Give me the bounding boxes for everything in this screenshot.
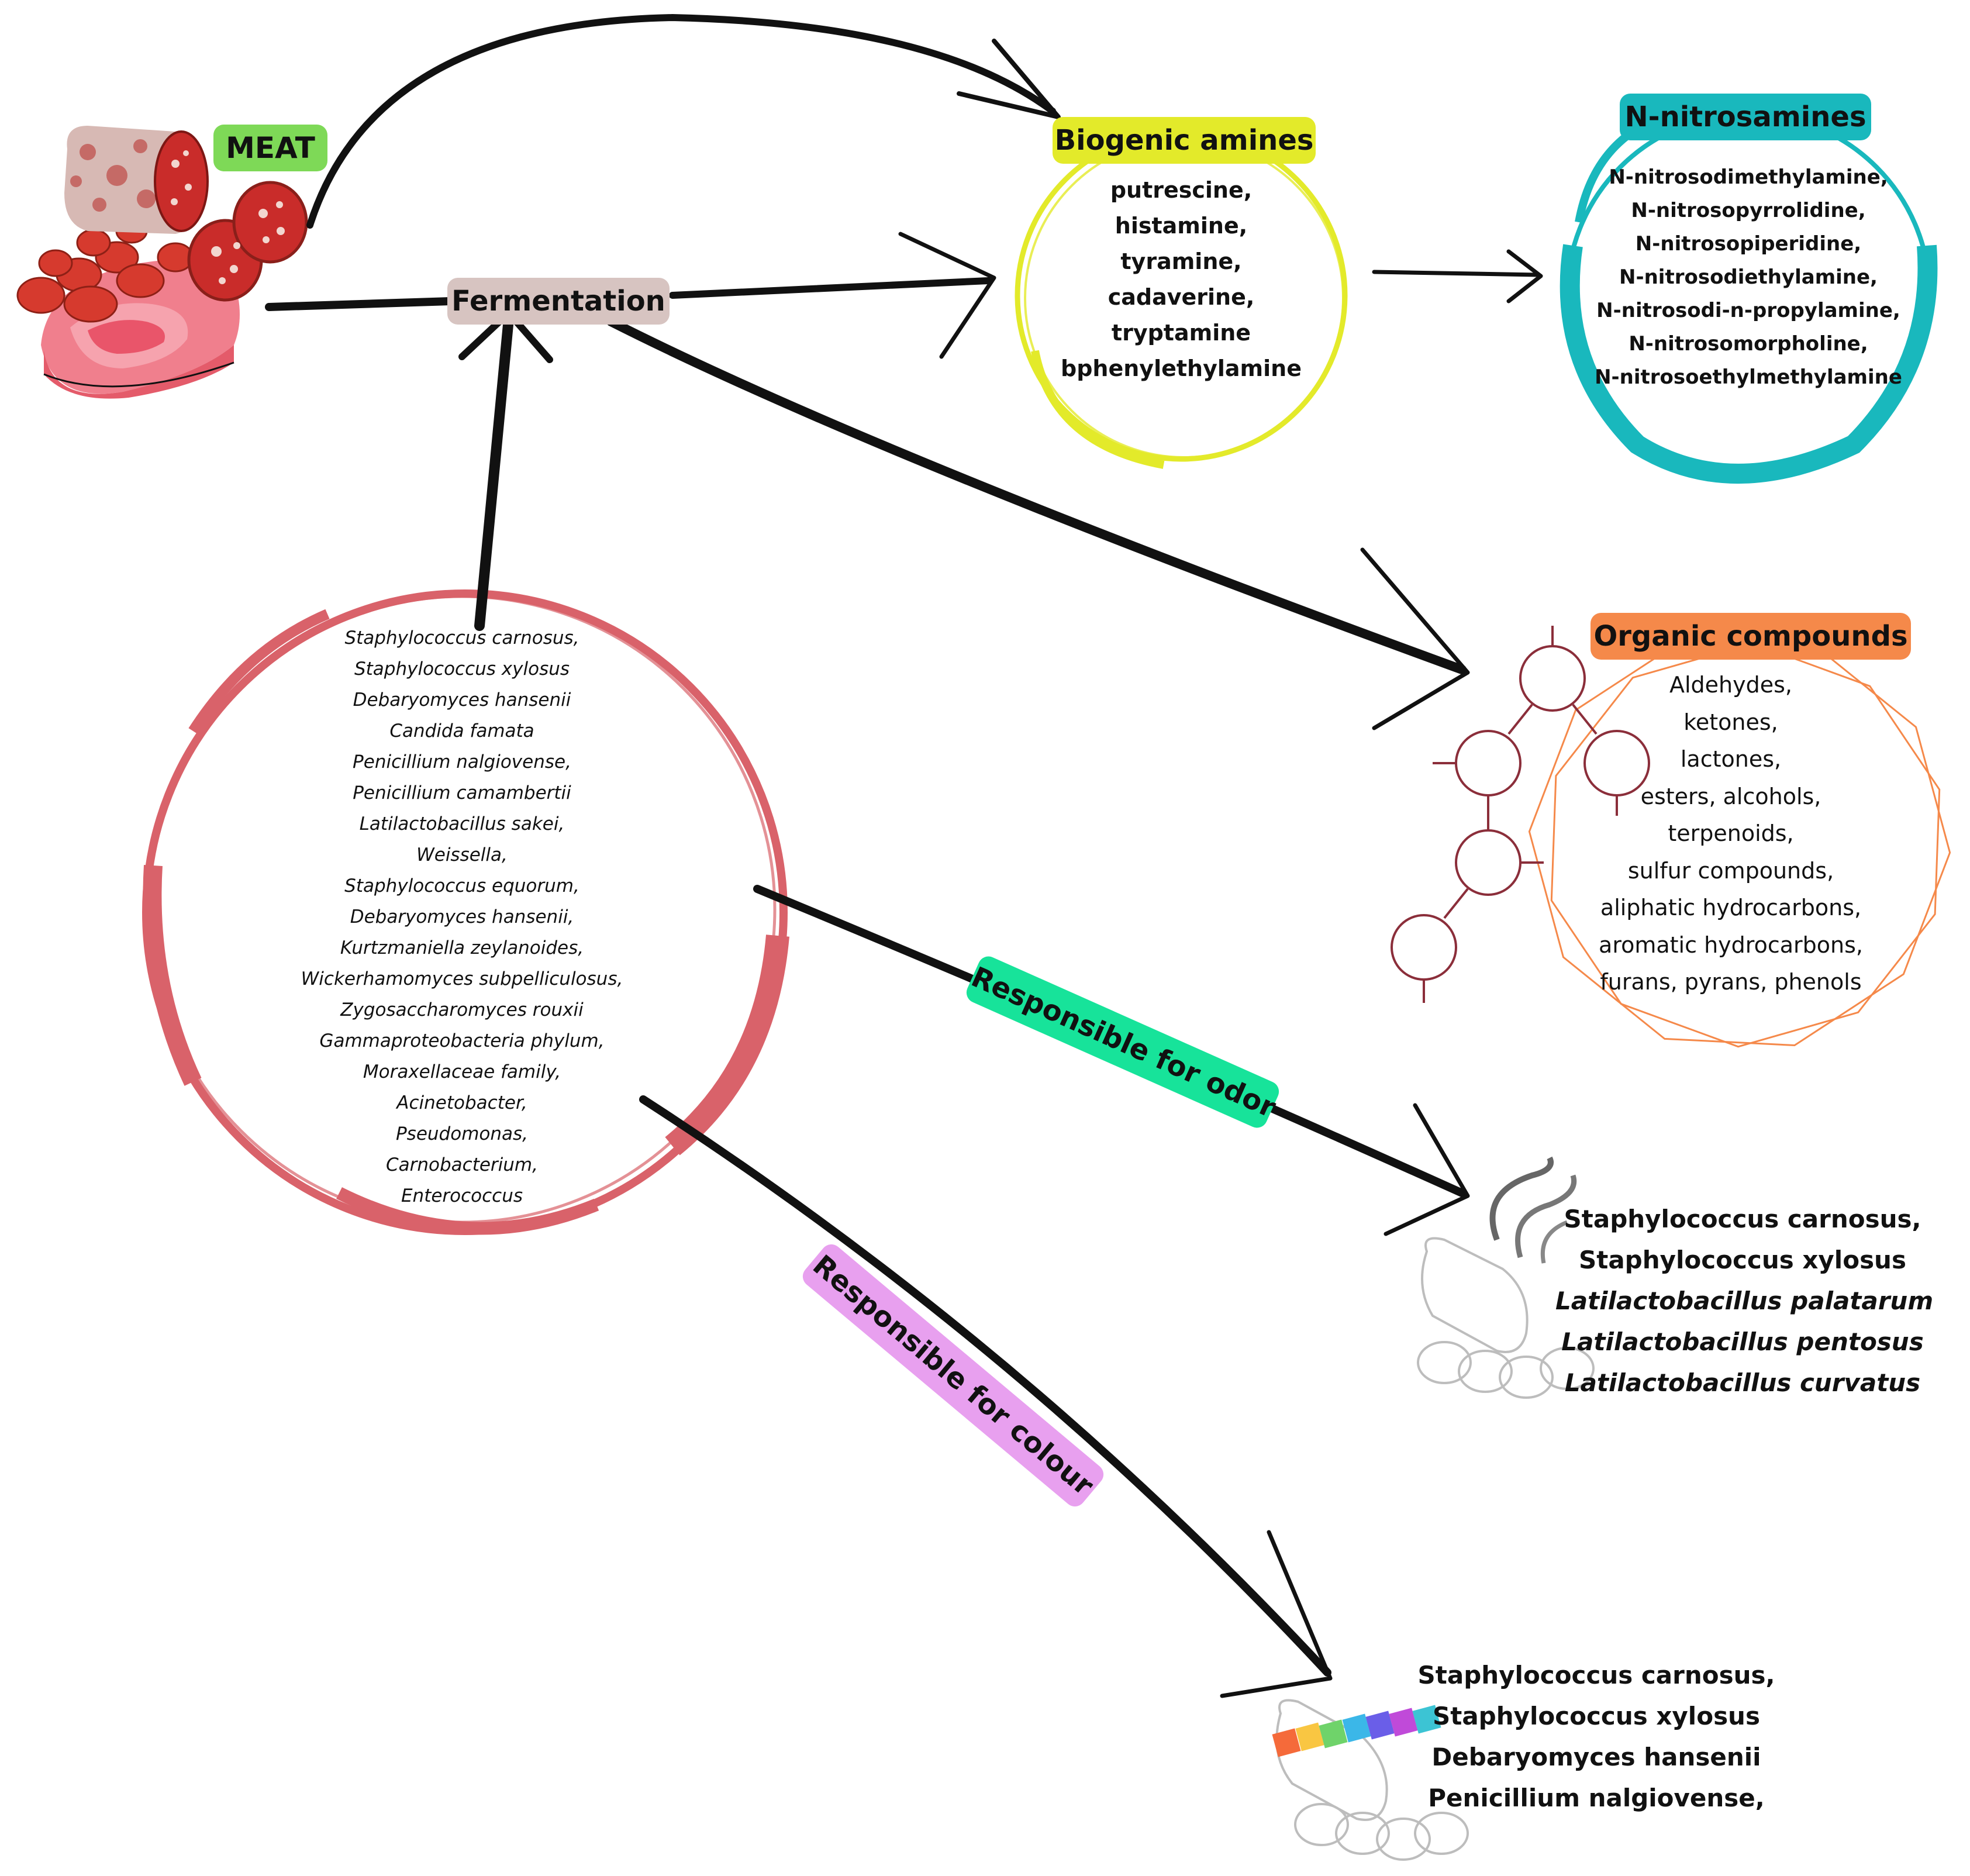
microbe-item: Latilactobacillus sakei, <box>359 813 565 834</box>
organic-compound-item: terpenoids, <box>1668 820 1794 846</box>
arrow-fermentation-to-biogenic <box>669 277 992 299</box>
microbe-item: Gammaproteobacteria phylum, <box>319 1030 605 1051</box>
odor-sausage-icon <box>1417 1156 1595 1399</box>
microbe-item: Candida famata <box>389 720 534 742</box>
odor-microbe-item: Latilactobacillus palatarum <box>1555 1287 1934 1315</box>
odor-microbe-item: Latilactobacillus pentosus <box>1561 1327 1924 1356</box>
arrow-meat-to-fermentation <box>265 297 454 311</box>
meat-illustration <box>16 126 308 399</box>
colour-sausage-icon <box>1272 1699 1469 1861</box>
odor-microbe-item: Staphylococcus carnosus, <box>1564 1205 1921 1233</box>
colour-microbe-item: Debaryomyces hansenii <box>1431 1743 1761 1771</box>
meat-label: MEAT <box>213 125 327 171</box>
nitrosamine-item: N-nitrosopyrrolidine, <box>1631 199 1866 222</box>
molecule-icon <box>1391 626 1650 1003</box>
nitrosamine-item: N-nitrosomorpholine, <box>1629 332 1868 356</box>
organic-compound-item: aromatic hydrocarbons, <box>1599 932 1863 958</box>
nitrosamine-item: N-nitrosodiethylamine, <box>1619 265 1878 289</box>
arrow-microbes-to-colour <box>639 1095 1331 1677</box>
microbe-item: Staphylococcus xylosus <box>354 658 570 680</box>
microbe-item: Penicillium camambertii <box>353 782 571 803</box>
arrow-microbes-to-fermentation <box>474 313 514 631</box>
microbe-item: Debaryomyces hansenii <box>353 689 571 711</box>
microbe-item: Moraxellaceae family, <box>363 1061 561 1082</box>
organic-compounds-list: Aldehydes, ketones, lactones, esters, alcoh… <box>1579 667 1883 1001</box>
colour-microbes-list: Staphylococcus carnosus, Staphylococcus x… <box>1415 1655 1778 1819</box>
microbe-item: Penicillium nalgiovense, <box>353 751 571 773</box>
biogenic-amine-item: putrescine, <box>1110 177 1253 203</box>
biogenic-amine-item: cadaverine, <box>1108 284 1255 310</box>
arrow-fermentation-to-organic <box>606 317 1467 674</box>
biogenic-amines-list: putrescine, histamine, tyramine, cadaverine… <box>1023 173 1339 387</box>
microbe-item: Weissella, <box>416 844 508 865</box>
organic-compound-item: lactones, <box>1680 746 1782 772</box>
organic-compound-item: ketones, <box>1683 709 1778 735</box>
microbe-item: Staphylococcus equorum, <box>344 875 579 896</box>
nitrosamine-item: N-nitrosodimethylamine, <box>1609 165 1888 189</box>
organic-compounds-label: Organic compounds <box>1591 613 1911 660</box>
microbe-item: Kurtzmaniella zeylanoides, <box>340 937 584 958</box>
microbe-item: Enterococcus <box>401 1185 523 1206</box>
odor-microbe-item: Staphylococcus xylosus <box>1579 1246 1906 1274</box>
nitrosamines-list: N-nitrosodimethylamine, N-nitrosopyrrolid… <box>1591 161 1906 394</box>
odor-microbe-item: Latilactobacillus curvatus <box>1564 1368 1921 1397</box>
organic-compound-item: esters, alcohols, <box>1640 783 1821 809</box>
biogenic-amine-item: histamine, <box>1115 213 1248 239</box>
biogenic-amine-item: tyramine, <box>1120 249 1242 274</box>
arrow-biogenic-to-nitrosamines <box>1372 270 1540 277</box>
nitrosamine-item: N-nitrosodi-n-propylamine, <box>1596 299 1900 322</box>
microbes-list: Staphylococcus carnosus, Staphylococcus x… <box>275 623 649 1212</box>
microbe-item: Staphylococcus carnosus, <box>344 627 579 649</box>
colour-microbe-item: Staphylococcus xylosus <box>1433 1702 1760 1730</box>
biogenic-amine-item: bphenylethylamine <box>1061 356 1302 381</box>
organic-decagons <box>1528 637 1951 1048</box>
colour-microbe-item: Penicillium nalgiovense, <box>1428 1784 1765 1812</box>
biogenic-amine-item: tryptamine <box>1111 320 1251 346</box>
organic-compound-item: aliphatic hydrocarbons, <box>1600 895 1862 920</box>
n-nitrosamines-label: N-nitrosamines <box>1620 94 1871 140</box>
biogenic-amines-label: Biogenic amines <box>1053 117 1316 164</box>
arrow-meat-to-biogenic <box>306 14 1056 229</box>
microbe-item: Zygosaccharomyces rouxii <box>340 999 584 1020</box>
nitrosamine-item: N-nitrosoethylmethylamine <box>1595 365 1902 389</box>
odor-microbes-list: Staphylococcus carnosus, Staphylococcus x… <box>1555 1199 1934 1403</box>
organic-compound-item: sulfur compounds, <box>1627 857 1834 884</box>
microbe-item: Carnobacterium, <box>385 1154 538 1175</box>
microbe-ring <box>142 589 789 1235</box>
microbe-item: Pseudomonas, <box>395 1123 529 1144</box>
microbe-item: Wickerhamomyces subpelliculosus, <box>301 968 623 989</box>
microbe-item: Debaryomyces hansenii, <box>350 906 574 927</box>
organic-compound-item: furans, pyrans, phenols <box>1600 969 1862 995</box>
organic-compound-item: Aldehydes, <box>1669 672 1792 698</box>
fermentation-label: Fermentation <box>447 278 670 325</box>
microbe-item: Acinetobacter, <box>396 1092 527 1113</box>
nitrosamine-item: N-nitrosopiperidine, <box>1635 232 1862 256</box>
colour-microbe-item: Staphylococcus carnosus, <box>1417 1661 1775 1689</box>
